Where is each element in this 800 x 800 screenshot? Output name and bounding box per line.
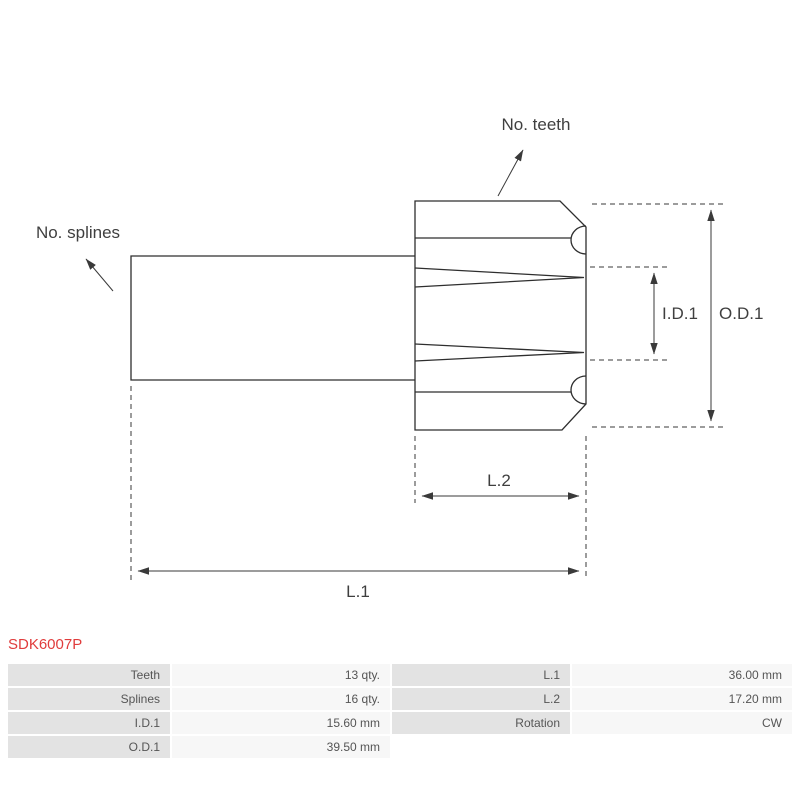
gear-body <box>414 200 587 431</box>
part-number: SDK6007P <box>8 636 83 653</box>
table-row: I.D.1 15.60 mm Rotation CW <box>8 712 792 734</box>
spec-label-id1: I.D.1 <box>8 712 170 734</box>
no-teeth-arrow <box>497 149 524 197</box>
table-row: Teeth 13 qty. L.1 36.00 mm <box>8 664 792 686</box>
gear-spline-groove-upper <box>414 267 585 288</box>
no-teeth-label: No. teeth <box>502 115 571 134</box>
callout-no-teeth: No. teeth <box>497 115 571 197</box>
spec-value-teeth: 13 qty. <box>172 664 390 686</box>
l2-label: L.2 <box>487 471 511 490</box>
gear-spline-groove-lower <box>414 343 585 362</box>
spec-value-splines: 16 qty. <box>172 688 390 710</box>
od1-label: O.D.1 <box>719 304 763 323</box>
spec-label-l1: L.1 <box>392 664 570 686</box>
spec-value-l1: 36.00 mm <box>572 664 792 686</box>
spec-label-od1: O.D.1 <box>8 736 170 758</box>
dimension-id1: I.D.1 <box>590 266 698 361</box>
no-splines-arrow <box>85 258 114 292</box>
spec-value-l2: 17.20 mm <box>572 688 792 710</box>
spec-value-id1: 15.60 mm <box>172 712 390 734</box>
callout-no-splines: No. splines <box>36 223 120 292</box>
spec-label-splines: Splines <box>8 688 170 710</box>
shaft-outline <box>130 255 415 381</box>
spec-label-teeth: Teeth <box>8 664 170 686</box>
no-splines-label: No. splines <box>36 223 120 242</box>
spec-label-blank <box>392 736 570 758</box>
table-row: O.D.1 39.50 mm <box>8 736 792 758</box>
spec-label-l2: L.2 <box>392 688 570 710</box>
id1-label: I.D.1 <box>662 304 698 323</box>
gear-tooth-arc-top <box>570 225 587 255</box>
technical-drawing: No. teeth No. splines I.D.1 O.D.1 L <box>36 115 763 601</box>
spec-value-od1: 39.50 mm <box>172 736 390 758</box>
shaft-body <box>130 255 415 381</box>
table-row: Splines 16 qty. L.2 17.20 mm <box>8 688 792 710</box>
gear-tooth-arc-bottom <box>570 375 587 405</box>
spec-value-blank <box>572 736 792 758</box>
spec-label-rotation: Rotation <box>392 712 570 734</box>
dimension-od1: O.D.1 <box>592 203 763 428</box>
dimension-l1: L.1 <box>130 386 587 601</box>
spec-value-rotation: CW <box>572 712 792 734</box>
spec-table: Teeth 13 qty. L.1 36.00 mm Splines 16 qt… <box>8 664 792 758</box>
l1-label: L.1 <box>346 582 370 601</box>
gear-outline <box>414 200 587 431</box>
dimension-l2: L.2 <box>414 436 587 503</box>
